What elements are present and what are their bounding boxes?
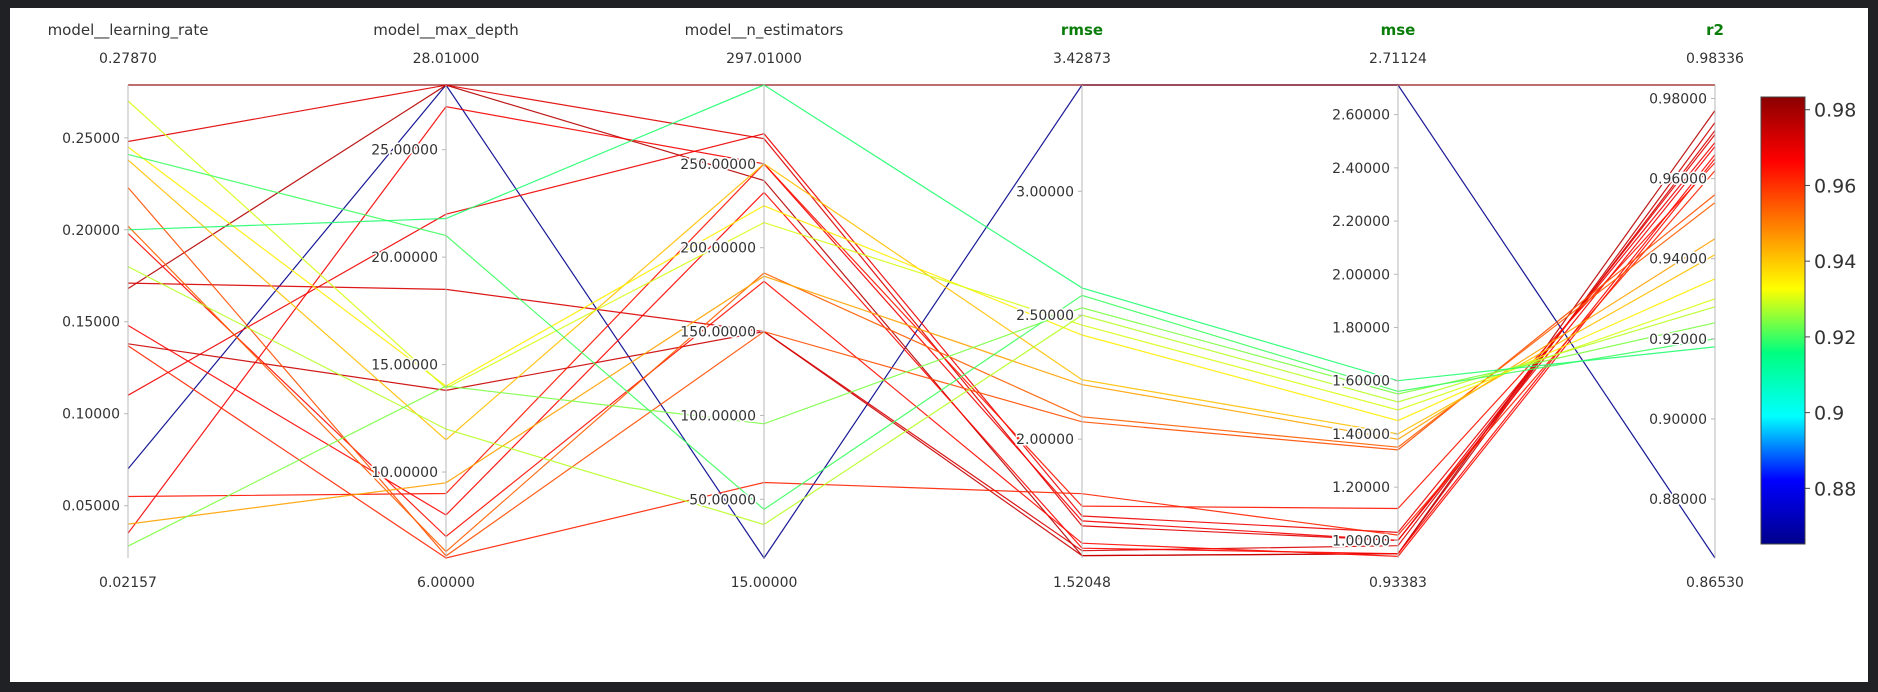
axis-title-3: rmse [1061,21,1103,39]
axis-tick-label-1-2: 20.00000 [371,250,438,266]
data-line-0 [127,83,1716,560]
axis-max-label-5: 0.98336 [1686,51,1744,67]
axis-tick-label-5-4: 0.96000 [1649,172,1707,188]
axis-tick-label-2-0: 50.00000 [689,492,756,508]
colorbar: 0.88 0.9 0.92 0.94 0.96 0.98 [1760,96,1856,545]
axis-tick-label-5-1: 0.90000 [1649,412,1707,428]
data-line-8 [127,154,1716,555]
data-line-20 [127,153,1716,511]
axis-tick-label-1-1: 15.00000 [371,358,438,374]
axis-tick-label-4-6: 2.20000 [1332,214,1390,230]
axis-tick-label-4-1: 1.20000 [1332,480,1390,496]
data-line-5 [127,84,1716,542]
axis-min-label-5: 0.86530 [1686,575,1744,591]
colorbar-tick-label-0: 0.88 [1814,478,1856,500]
axis-min-label-1: 6.00000 [417,575,475,591]
axis-tick-label-4-3: 1.60000 [1332,374,1390,390]
data-line-6 [127,133,1716,534]
axis-tick-label-2-2: 150.00000 [680,325,756,341]
axis-tick-label-3-1: 2.50000 [1016,308,1074,324]
axis-min-label-0: 0.02157 [99,575,157,591]
axis-tick-label-0-2: 0.15000 [62,315,120,331]
axis-tick-label-1-0: 10.00000 [371,465,438,481]
axis-max-label-0: 0.27870 [99,51,157,67]
axes-layer: model__learning_rate 0.27870 0.02157 0.0500… [48,21,1744,591]
polylines-layer [127,83,1716,560]
data-line-18 [127,266,1716,526]
axis-max-label-1: 28.01000 [413,51,480,67]
axis-min-label-2: 15.00000 [731,575,798,591]
axis-tick-label-5-3: 0.94000 [1649,252,1707,268]
data-line-13 [127,202,1716,553]
colorbar-tick-label-1: 0.9 [1814,403,1844,425]
colorbar-tick-label-5: 0.98 [1814,100,1856,122]
axis-max-label-2: 297.01000 [726,51,802,67]
axis-max-label-3: 3.42873 [1053,51,1111,67]
axis-tick-label-4-4: 1.80000 [1332,320,1390,336]
axis-tick-label-4-5: 2.00000 [1332,267,1390,283]
data-line-15 [127,159,1716,441]
axis-tick-label-5-2: 0.92000 [1649,332,1707,348]
axis-tick-label-0-0: 0.05000 [62,499,120,515]
axis-tick-label-4-2: 1.40000 [1332,427,1390,443]
data-line-9 [127,158,1716,558]
axis-max-label-4: 2.71124 [1369,51,1427,67]
colorbar-tick-label-4: 0.96 [1814,175,1856,197]
data-line-11 [127,170,1716,559]
data-line-12 [127,187,1716,557]
axis-tick-label-5-0: 0.88000 [1649,492,1707,508]
colorbar-tick-label-2: 0.92 [1814,327,1856,349]
axis-min-label-4: 0.93383 [1369,575,1427,591]
axis-tick-label-2-1: 100.00000 [680,408,756,424]
axis-tick-label-4-0: 1.00000 [1332,533,1390,549]
axis-tick-label-0-1: 0.10000 [62,407,120,423]
axis-tick-label-4-7: 2.40000 [1332,161,1390,177]
data-line-14 [127,238,1716,525]
colorbar-rect [1760,96,1806,545]
axis-tick-label-3-2: 3.00000 [1016,184,1074,200]
axis-tick-label-5-5: 0.98000 [1649,91,1707,107]
axis-tick-label-2-3: 200.00000 [680,241,756,257]
parallel-coordinates-chart: model__learning_rate 0.27870 0.02157 0.0500… [48,21,1857,591]
data-line-4 [127,130,1716,552]
axis-title-0: model__learning_rate [48,21,209,40]
axis-tick-label-1-3: 25.00000 [371,143,438,159]
axis-tick-label-0-3: 0.20000 [62,223,120,239]
axis-tick-label-0-4: 0.25000 [62,131,120,147]
plot-frame: model__learning_rate 0.27870 0.02157 0.0500… [10,8,1868,682]
axis-title-1: model__max_depth [373,21,519,40]
axis-title-5: r2 [1706,21,1724,39]
data-line-3 [127,122,1716,557]
axis-title-4: mse [1381,21,1416,39]
data-line-21 [127,84,1716,382]
axis-tick-label-2-4: 250.00000 [680,157,756,173]
data-line-2 [127,84,1716,557]
axis-min-label-3: 1.52048 [1053,575,1111,591]
axis-tick-label-4-8: 2.60000 [1332,108,1390,124]
colorbar-tick-label-3: 0.94 [1814,251,1856,273]
axis-title-2: model__n_estimators [685,21,844,40]
data-line-17 [127,100,1716,411]
axis-tick-label-3-0: 2.00000 [1016,432,1074,448]
data-line-16 [127,146,1716,422]
